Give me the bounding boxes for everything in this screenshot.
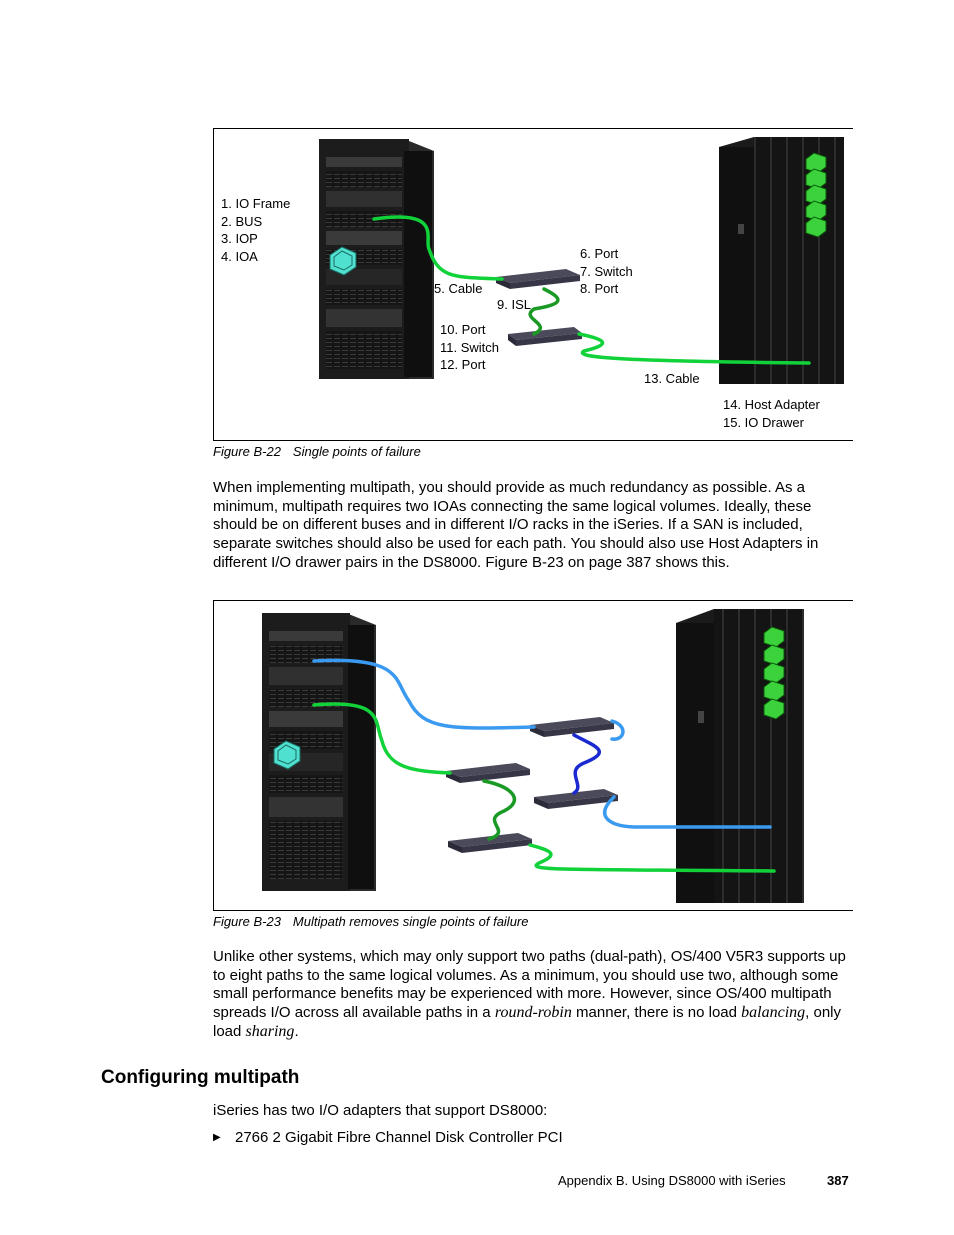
figure-b23 [213,600,853,911]
label-io-frame: 1. IO Frame [221,196,291,211]
label-cable-13: 13. Cable [644,371,700,386]
host-group-labels: 14. Host Adapter 15. IO Drawer [723,396,820,431]
footer-text: Appendix B. Using DS8000 with iSeries [558,1173,786,1188]
switch-top [496,269,580,289]
page-number: 387 [827,1173,849,1188]
label-switch-11: 11. Switch [440,339,500,355]
switch-bottom [508,327,582,346]
figure-b23-drawing [262,609,804,903]
section-intro: iSeries has two I/O adapters that suppor… [213,1102,548,1119]
text-b: manner, there is no load [571,1004,742,1022]
label-host-adapter: 14. Host Adapter [723,397,820,412]
caption-text: Single points of failure [292,444,421,459]
figure-b22: 1. IO Frame 2. BUS 3. IOP 4. IOA 5. Cabl… [213,128,853,441]
figure-b23-caption: Figure B-23 Multipath removes single poin… [213,914,528,929]
label-ioa: 4. IOA [221,248,258,264]
text-d: . [294,1022,299,1040]
switch-c [534,789,618,809]
label-port-8: 8. Port [580,281,619,296]
label-port-10: 10. Port [440,322,486,337]
bullet-arrow-icon: ▶ [213,1132,221,1143]
host-adapter-icons [805,152,827,238]
figure-b22-caption: Figure B-22 Single points of failure [213,444,421,459]
label-switch-7: 7. Switch [580,263,633,279]
bullet-item: 2766 2 Gigabit Fibre Channel Disk Contro… [235,1129,563,1146]
io-group-labels: 1. IO Frame 2. BUS 3. IOP 4. IOA [221,195,290,265]
switch-d [448,833,532,853]
caption-number: Figure B-23 [213,914,281,929]
port-group-bottom-labels: 10. Port 11. Switch 12. Port [440,321,499,374]
text-a: Unlike other systems, which may only sup… [213,948,846,1022]
text-c: , only load [213,1004,842,1040]
em-sharing: sharing [245,1022,295,1040]
switch-a [530,717,614,737]
figure-b22-drawing [319,137,844,384]
ds8000-tower [676,609,804,903]
cables [312,658,776,873]
label-bus: 2. BUS [221,213,263,229]
ioa-card-icon [329,246,357,276]
section-heading: Configuring multipath [101,1067,300,1088]
em-round-robin: round-robin [494,1004,572,1022]
ioa-card-icon [273,740,301,770]
paragraph-dual-path: Unlike other systems, which may only sup… [213,948,853,1042]
port-group-top-labels: 6. Port 7. Switch 8. Port [580,245,633,298]
paragraph-multipath-redundancy: When implementing multipath, you should … [213,479,819,571]
host-adapter-icons [763,626,785,720]
caption-text: Multipath removes single points of failu… [292,914,529,929]
label-iop: 3. IOP [221,231,258,246]
label-isl: 9. ISL [497,297,531,312]
switch-b [446,763,530,783]
caption-number: Figure B-22 [213,444,281,459]
label-port-12: 12. Port [440,357,486,372]
label-io-drawer: 15. IO Drawer [723,414,804,430]
cables [372,215,811,365]
label-cable-5: 5. Cable [434,281,483,296]
label-port-6: 6. Port [580,246,619,261]
em-balancing: balancing [741,1004,806,1022]
